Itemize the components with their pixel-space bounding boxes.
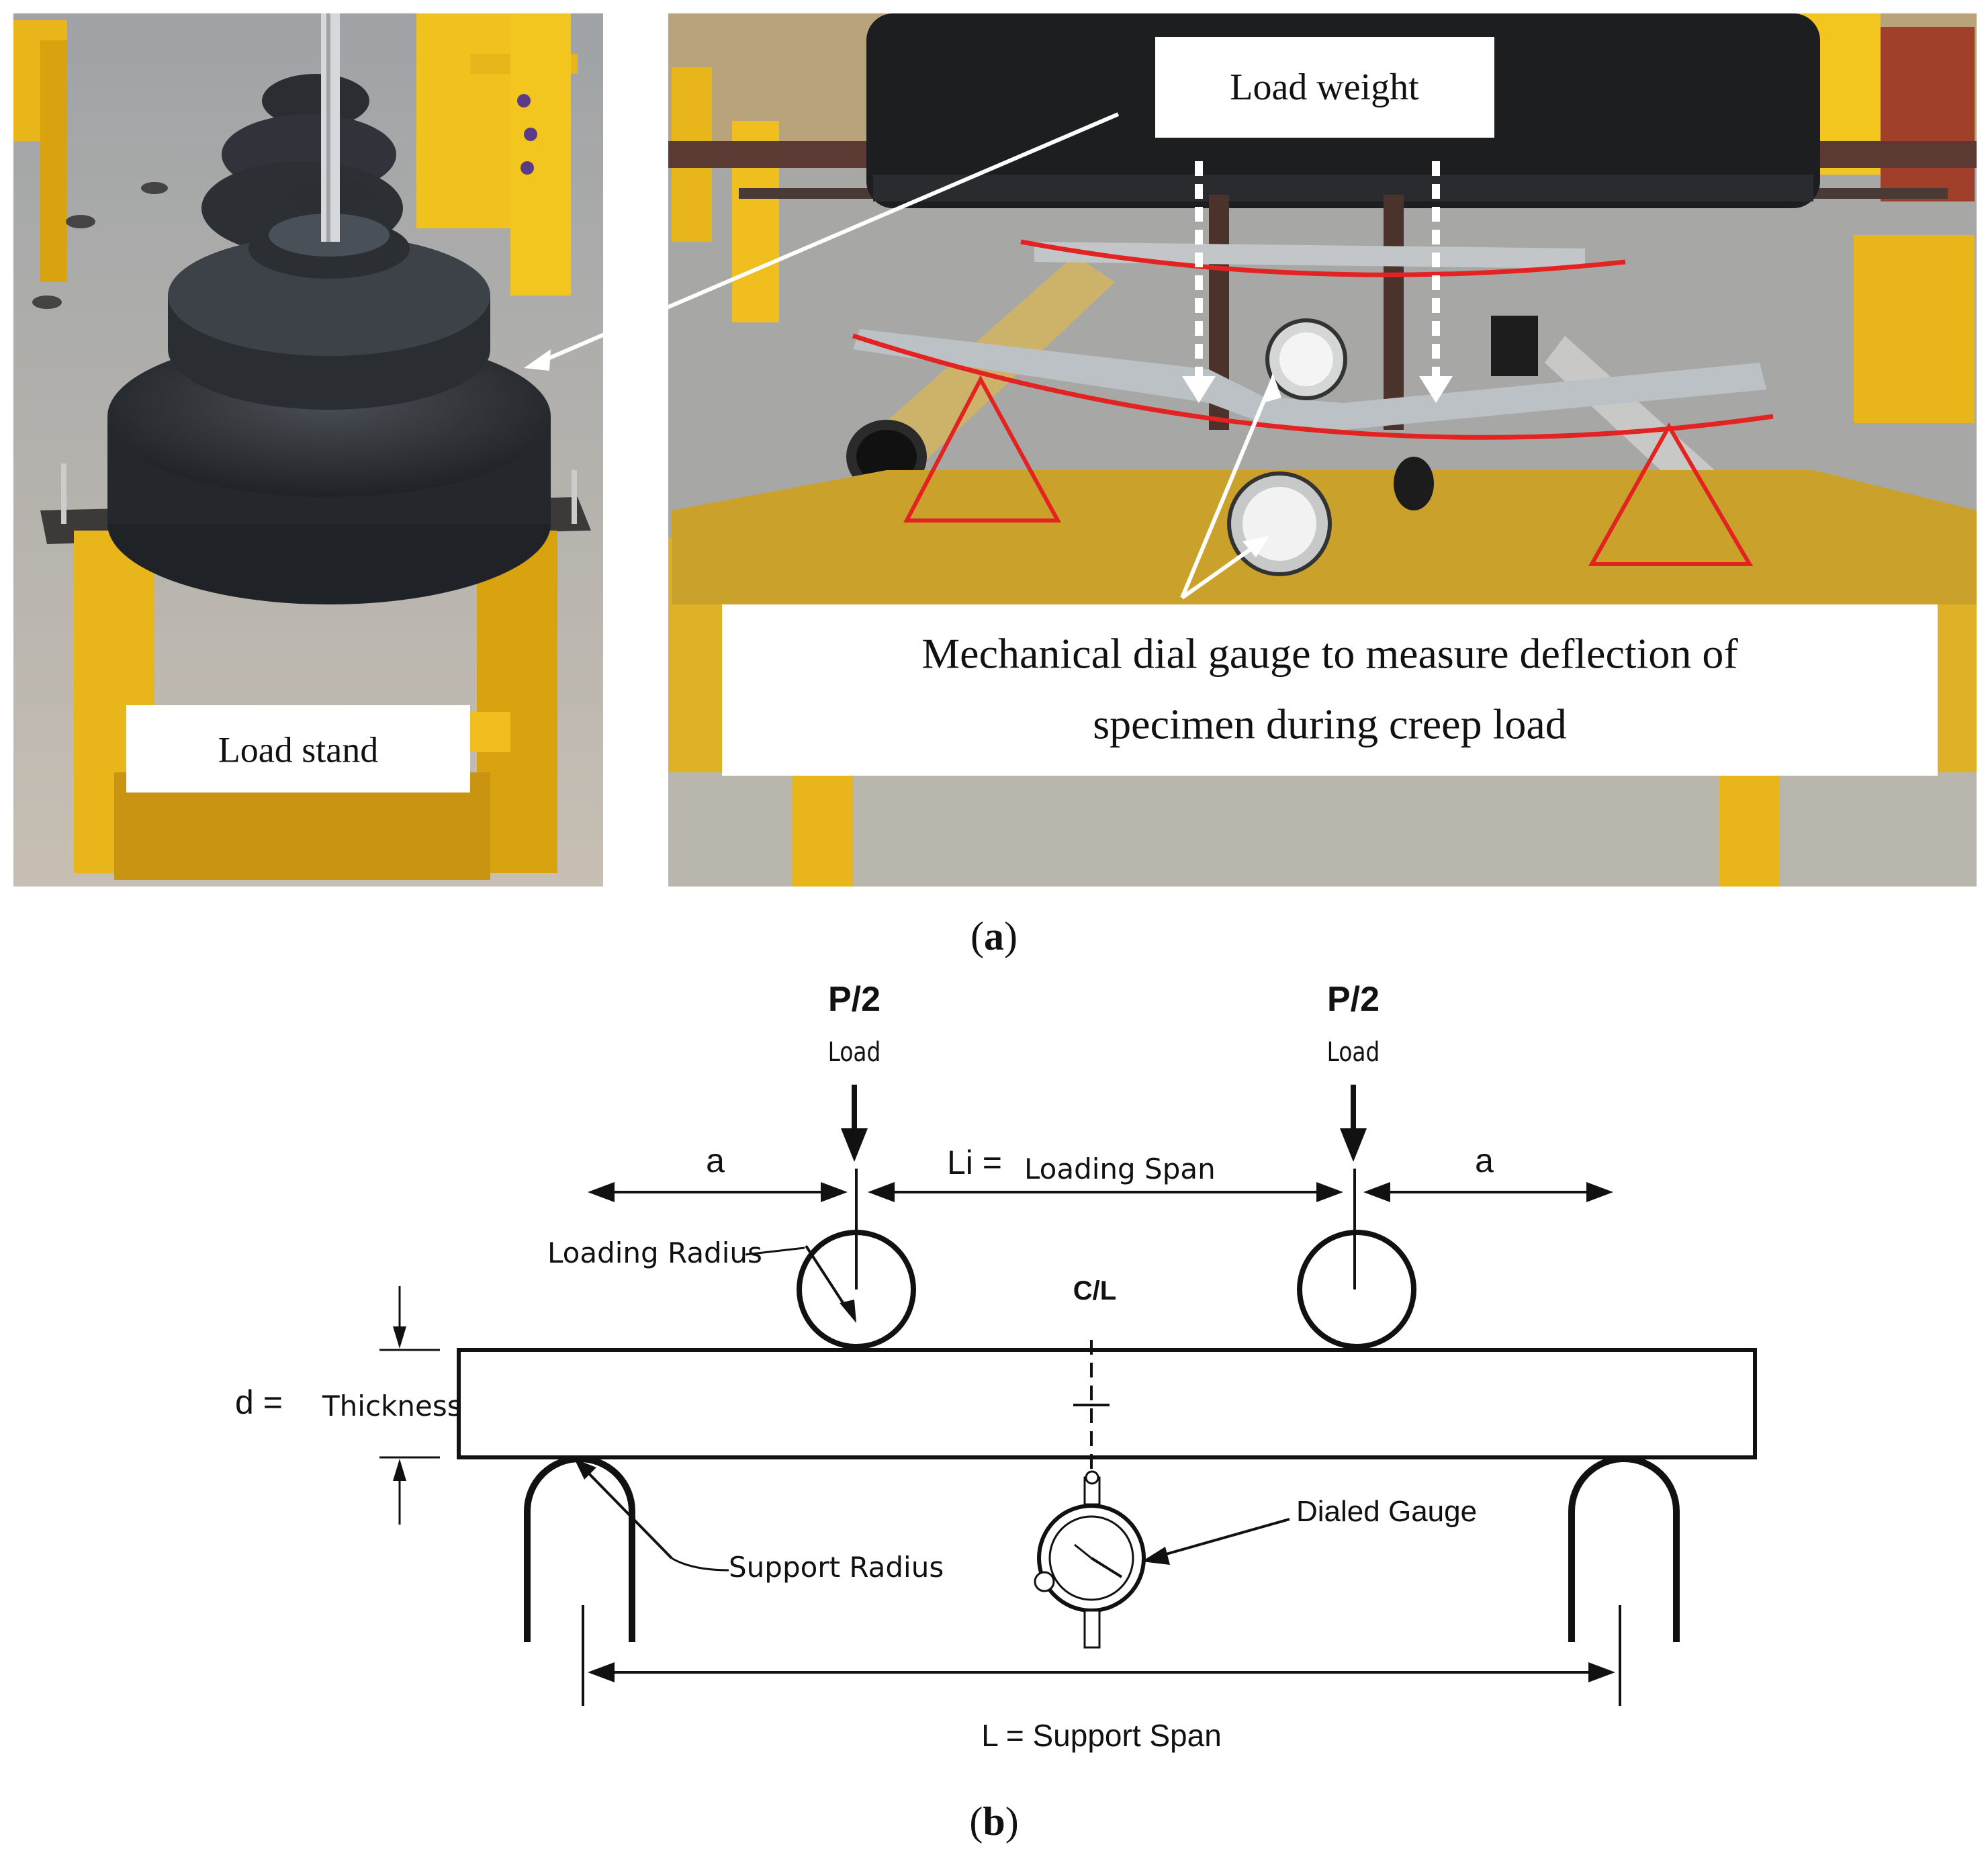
label-support-radius: Support Radius [729, 1551, 944, 1584]
label-centerline: C/L [1073, 1276, 1116, 1306]
dial-gauge-icon [1034, 1470, 1146, 1649]
label-li: Li = [947, 1144, 1002, 1181]
schematic-diagram: P/2 Load P/2 Load a a Li = Loading Span … [235, 980, 1757, 1753]
support-right [1568, 1455, 1680, 1642]
caption-a: (a) [970, 914, 1018, 958]
photo-test-rig: Load weight Mechanical dial gauge to mea… [668, 13, 1977, 887]
label-dial-gauge-line2: specimen during creep load [1093, 700, 1567, 748]
label-load-stand: Load stand [218, 729, 378, 770]
label-support-span: L = Support Span [981, 1718, 1222, 1753]
loading-nose-left [797, 1230, 916, 1349]
label-d: d = [235, 1384, 283, 1421]
load-left-sub: Load [828, 1036, 881, 1068]
loading-nose-right [1297, 1230, 1416, 1349]
label-loading-radius: Loading Radius [547, 1236, 762, 1269]
label-a-right: a [1475, 1142, 1494, 1179]
support-left [524, 1455, 635, 1642]
load-right-sub: Load [1327, 1036, 1380, 1068]
label-loading-span: Loading Span [1024, 1152, 1216, 1185]
caption-b: (b) [969, 1799, 1018, 1844]
photo-load-stand: Load stand [13, 13, 603, 887]
load-left-top: P/2 [828, 980, 880, 1019]
load-right-top: P/2 [1327, 980, 1380, 1019]
connector-line [529, 112, 1120, 368]
label-load-weight: Load weight [1230, 66, 1419, 108]
label-dial-gauge: Dialed Gauge [1296, 1495, 1477, 1528]
label-thickness: Thickness [322, 1390, 462, 1422]
label-dial-gauge-line1: Mechanical dial gauge to measure deflect… [921, 630, 1738, 678]
label-a-left: a [706, 1142, 725, 1179]
